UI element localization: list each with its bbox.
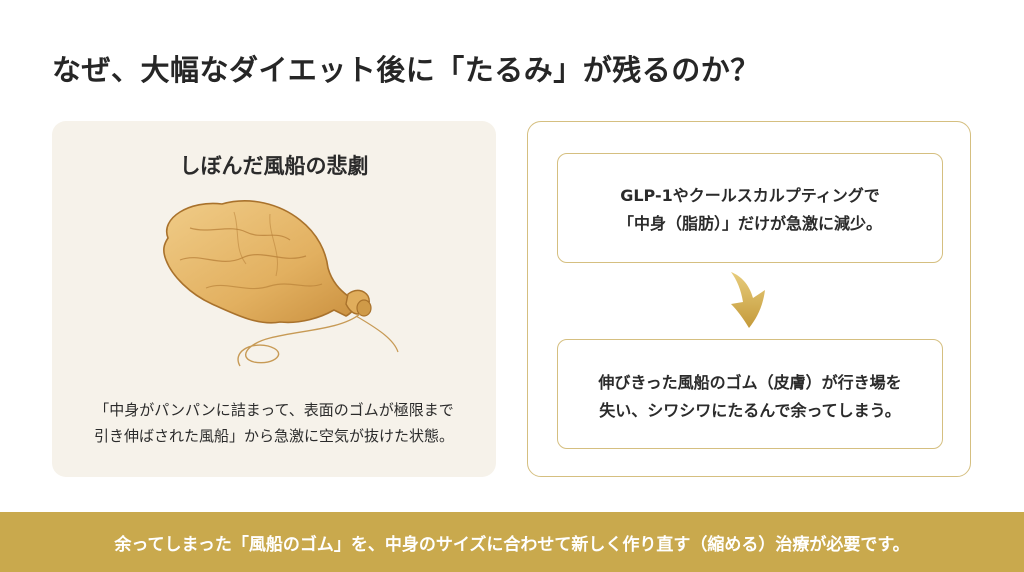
cause-flow-panel	[527, 121, 971, 477]
arrow-down-icon	[731, 272, 765, 328]
balloon-analogy-heading: しぼんだ風船の悲劇	[179, 154, 369, 178]
deflated-balloon-illustration	[163, 200, 399, 367]
page-title: なぜ、大幅なダイエット後に「たるみ」が残るのか？	[52, 53, 760, 87]
balloon-analogy-caption-line-1: 「中身がパンパンに詰まって、表面のゴムが極限まで	[94, 401, 454, 419]
footer-banner	[0, 512, 1024, 572]
step-2-line-2: 失い、シワシワにたるんで余ってしまう。	[599, 401, 901, 420]
footer-text: 余ってしまった「風船のゴム」を、中身のサイズに合わせて新しく作り直す（縮める）治…	[114, 535, 910, 555]
step-2-line-1: 伸びきった風船のゴム（皮膚）が行き場を	[598, 373, 902, 392]
step-1-line-1: GLP-1やクールスカルプティングで	[620, 186, 880, 205]
balloon-analogy-caption-line-2: 引き伸ばされた風船」から急激に空気が抜けた状態。	[93, 427, 454, 445]
step-1-line-2: 「中身（脂肪）」だけが急激に減少。	[617, 214, 882, 233]
step-2-box	[557, 339, 943, 449]
step-1-box	[557, 153, 943, 263]
